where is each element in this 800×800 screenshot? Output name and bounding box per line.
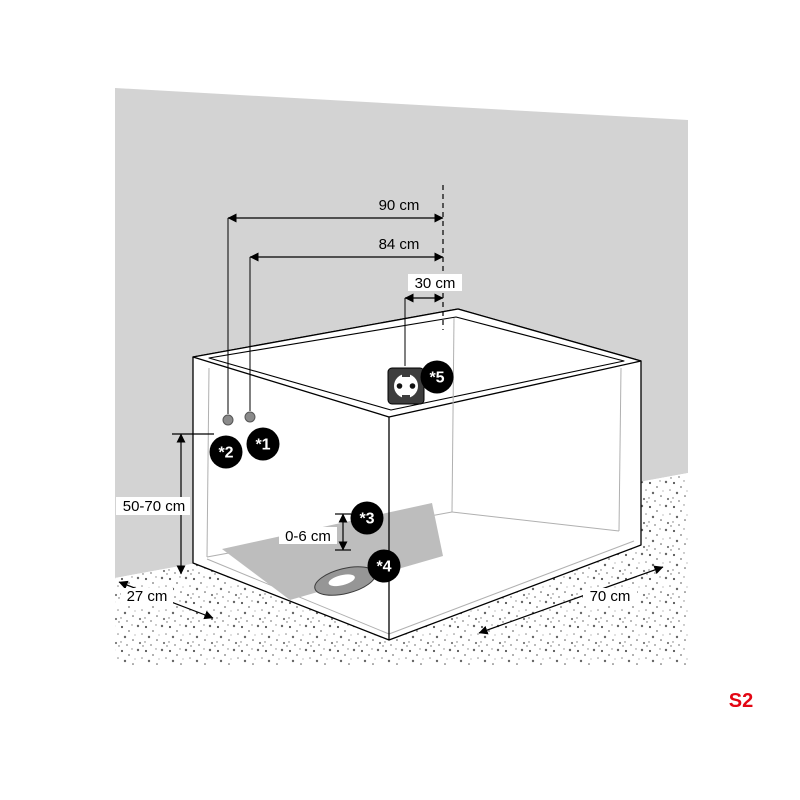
- marker-label: *3: [359, 511, 374, 528]
- dimension-0-6cm: 0-6 cm: [279, 513, 351, 551]
- power-socket-icon: [387, 367, 425, 405]
- dimension-90cm: 90 cm: [227, 197, 444, 414]
- marker-label: *2: [218, 445, 233, 462]
- callout-marker-5: *5: [420, 360, 454, 394]
- dimension-label: 70 cm: [590, 588, 631, 605]
- dimension-label: 30 cm: [415, 275, 456, 292]
- marker-label: *4: [376, 559, 391, 576]
- dimension-50-70cm: 50-70 cm: [116, 433, 214, 575]
- callout-marker-4: *4: [367, 549, 401, 583]
- marker-label: *1: [255, 437, 270, 454]
- connection-point-dot: [244, 411, 256, 423]
- connection-point-dot: [222, 414, 234, 426]
- dimension-70cm: 70 cm: [478, 565, 664, 635]
- callout-marker-3: *3: [350, 501, 384, 535]
- sheet-code: S2: [729, 690, 753, 712]
- callout-marker-2: *2: [209, 435, 243, 469]
- dimension-label: 50-70 cm: [123, 498, 186, 515]
- dimension-84cm: 84 cm: [249, 236, 444, 411]
- dimension-label: 90 cm: [379, 197, 420, 214]
- dimension-label: 27 cm: [127, 588, 168, 605]
- dimension-27cm: 27 cm: [118, 580, 214, 620]
- marker-label: *5: [429, 370, 444, 387]
- dimension-label: 0-6 cm: [285, 528, 331, 545]
- tray-floor-shadow: [222, 503, 443, 600]
- dimension-label: 84 cm: [379, 236, 420, 253]
- tray-rim-inner: [208, 316, 625, 411]
- callout-marker-1: *1: [246, 427, 280, 461]
- dimension-30cm: 30 cm: [404, 274, 462, 366]
